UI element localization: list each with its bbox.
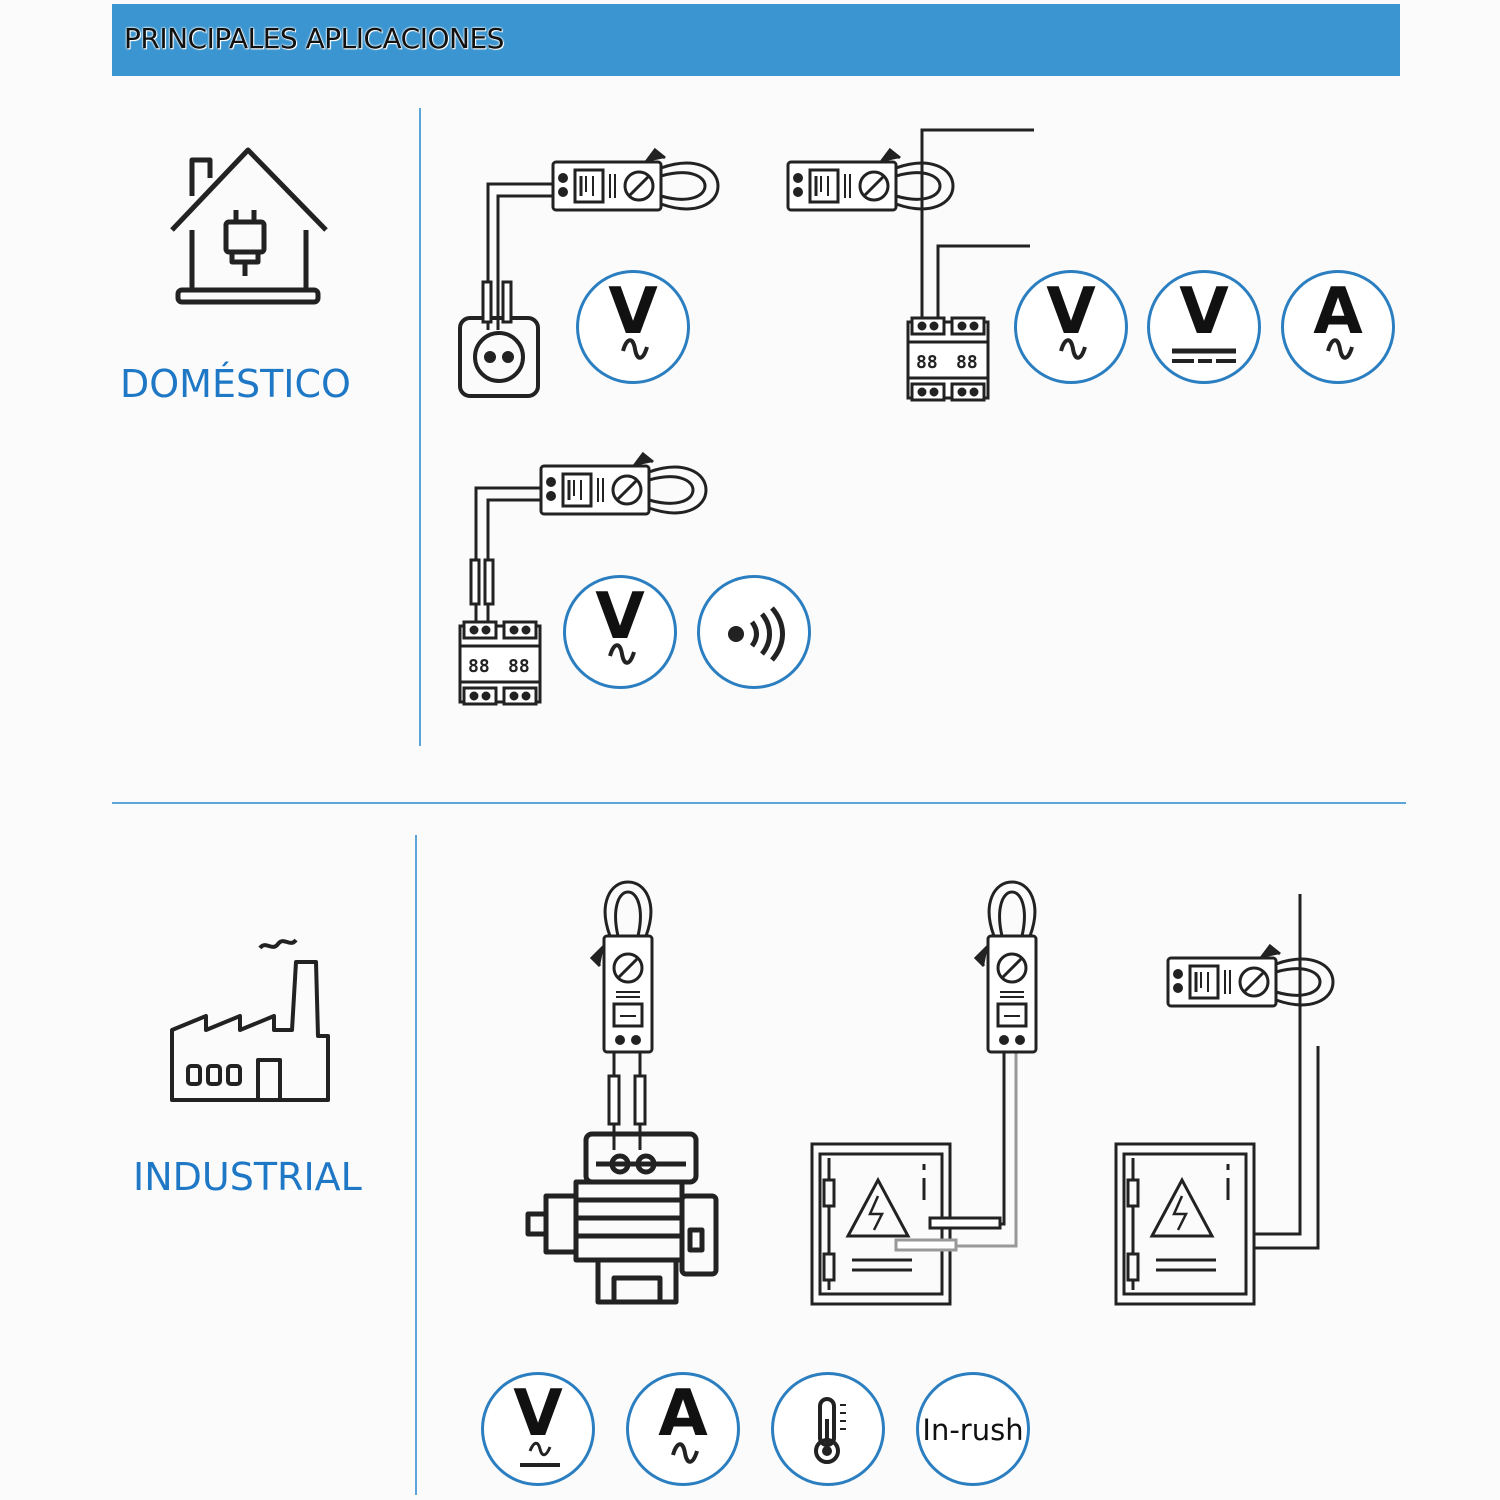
voltage-symbol: V <box>513 1377 563 1451</box>
ac-wave-icon <box>1326 338 1354 360</box>
page-title: PRINCIPALES APLICACIONES <box>124 22 504 55</box>
clamp-meter-motor <box>590 880 654 1150</box>
section-separator <box>112 802 1406 804</box>
current-symbol: A <box>1313 275 1363 349</box>
voltage-symbol: V <box>1046 275 1096 349</box>
domestic-label: DOMÉSTICO <box>120 362 351 406</box>
domestic-divider <box>419 108 421 746</box>
clamp-meter-cabinet-wire <box>1114 894 1335 1306</box>
ac-current-badge: A <box>1281 270 1395 384</box>
ac-dc-voltage-badge: V <box>481 1372 595 1486</box>
clamp-meter-breaker <box>786 128 1034 402</box>
clamp-meter-socket <box>481 148 720 330</box>
clamp-meter-continuity <box>458 452 708 706</box>
ac-voltage-badge: V <box>1014 270 1128 384</box>
ac-wave-icon <box>621 338 649 360</box>
header-bar: PRINCIPALES APLICACIONES <box>112 4 1400 76</box>
ac-wave-icon <box>608 643 636 665</box>
inrush-label: In-rush <box>922 1413 1024 1447</box>
clamp-meter-cabinet <box>810 880 1038 1306</box>
ac-voltage-badge: V <box>576 270 690 384</box>
house-plug-icon <box>170 147 328 305</box>
voltage-symbol: V <box>1179 275 1229 349</box>
dc-lines-icon <box>1172 348 1236 363</box>
inrush-badge: In-rush <box>916 1372 1030 1486</box>
voltage-symbol: V <box>608 275 658 349</box>
ac-dc-icon <box>520 1441 560 1467</box>
ac-current-badge: A <box>626 1372 740 1486</box>
thermometer-icon <box>814 1397 846 1464</box>
ac-wave-icon <box>1059 338 1087 360</box>
factory-icon <box>170 938 330 1102</box>
voltage-symbol: V <box>595 580 645 654</box>
continuity-beep-badge <box>697 575 811 689</box>
ac-wave-icon <box>671 1442 699 1464</box>
continuity-beep-icon <box>728 606 785 662</box>
current-symbol: A <box>658 1377 708 1451</box>
temperature-badge <box>771 1372 885 1486</box>
ac-voltage-badge: V <box>563 575 677 689</box>
industrial-label: INDUSTRIAL <box>133 1155 362 1199</box>
dc-voltage-badge: V <box>1147 270 1261 384</box>
motor-icon <box>525 1131 719 1305</box>
industrial-divider <box>415 835 417 1495</box>
